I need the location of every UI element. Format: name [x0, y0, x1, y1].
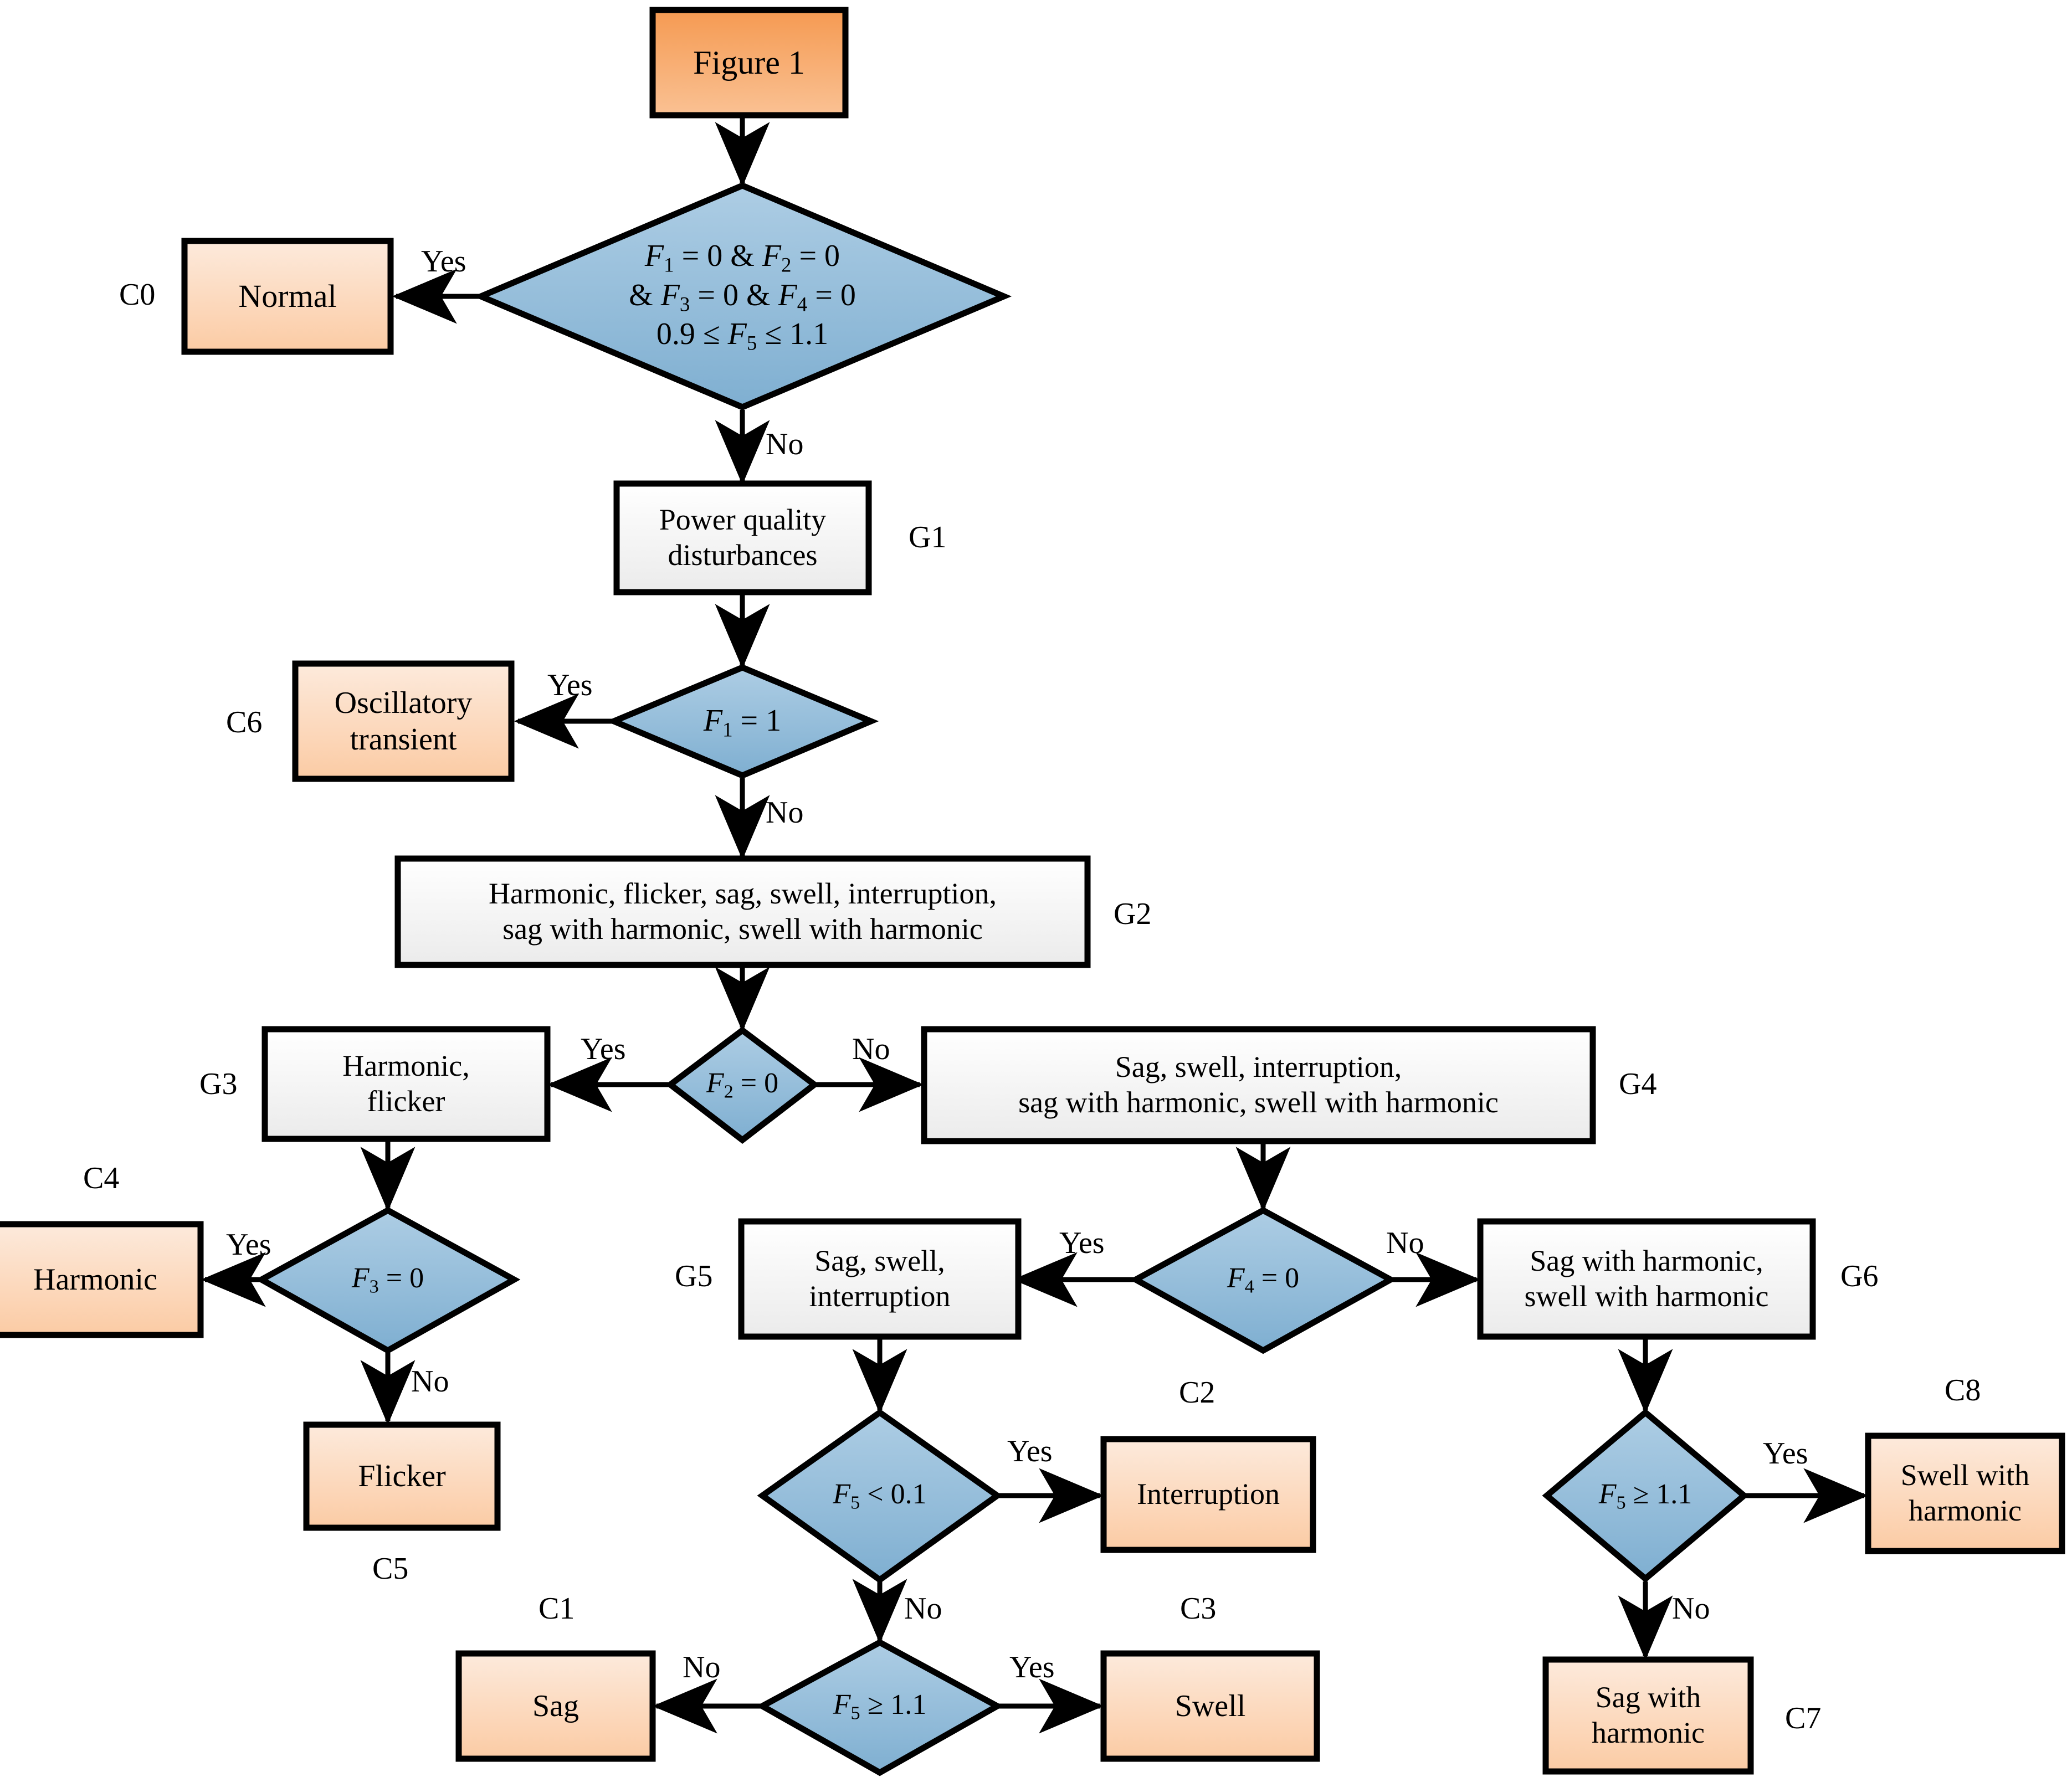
tag-c6: C6 [226, 705, 263, 739]
node-terminal-interruption[interactable]: Interruption [1104, 1439, 1313, 1550]
node-start[interactable]: Figure 1 [653, 10, 845, 115]
c8-line1: Swell with [1900, 1458, 2030, 1492]
edge-label-d0-yes: Yes [421, 244, 466, 279]
node-group-g3-label: Harmonic, flicker [342, 1049, 469, 1119]
tag-g4: G4 [1619, 1067, 1657, 1101]
node-terminal-flicker[interactable]: Flicker [306, 1425, 498, 1528]
node-terminal-swell[interactable]: Swell [1104, 1653, 1317, 1759]
node-group-g3[interactable]: Harmonic, flicker [265, 1029, 547, 1139]
node-terminal-oscillatory-transient-label: Oscillatory transient [335, 685, 473, 758]
c6-line1: Oscillatory [334, 685, 473, 720]
node-decision-d5-label: F5 < 0.1 [833, 1478, 927, 1513]
c7-line2: harmonic [1592, 1716, 1705, 1749]
tag-c1: C1 [538, 1591, 575, 1626]
node-terminal-swell-label: Swell [1175, 1688, 1246, 1723]
node-decision-d6[interactable]: F5 ≥ 1.1 [802, 1684, 957, 1728]
edge-label-d2-yes: Yes [581, 1032, 626, 1066]
node-decision-d3[interactable]: F3 = 0 [310, 1257, 465, 1302]
tag-g2: G2 [1114, 897, 1152, 931]
node-group-g2-label: Harmonic, flicker, sag, swell, interrupt… [489, 876, 997, 947]
edge-label-d0-no: No [766, 427, 804, 461]
tag-c8: C8 [1945, 1373, 1981, 1408]
edge-label-d1-yes: Yes [547, 668, 593, 702]
node-terminal-swell-with-harmonic[interactable]: Swell with harmonic [1868, 1436, 2062, 1551]
g3-line1: Harmonic, [342, 1049, 470, 1083]
node-decision-d2-label: F2 = 0 [706, 1067, 779, 1102]
node-decision-d4[interactable]: F4 = 0 [1186, 1257, 1341, 1302]
node-terminal-normal[interactable]: Normal [184, 241, 391, 352]
edge-label-d5-no: No [904, 1591, 942, 1626]
c6-line2: transient [350, 722, 457, 757]
node-terminal-normal-label: Normal [238, 278, 337, 314]
node-terminal-interruption-label: Interruption [1137, 1477, 1280, 1511]
node-decision-d4-label: F4 = 0 [1227, 1262, 1300, 1297]
tag-g3: G3 [199, 1067, 238, 1101]
node-terminal-sag-with-harmonic-label: Sag with harmonic [1592, 1680, 1705, 1750]
g1-line1: Power quality [659, 503, 827, 537]
tag-c7: C7 [1785, 1701, 1822, 1735]
node-decision-d1[interactable]: F1 = 1 [654, 699, 831, 744]
node-terminal-swell-with-harmonic-label: Swell with harmonic [1901, 1458, 2030, 1528]
node-terminal-flicker-label: Flicker [358, 1458, 446, 1493]
node-group-g2[interactable]: Harmonic, flicker, sag, swell, interrupt… [398, 859, 1088, 965]
node-terminal-harmonic-label: Harmonic [33, 1262, 157, 1297]
node-decision-d0[interactable]: F1 = 0 & F2 = 0 & F3 = 0 & F4 = 0 0.9 ≤ … [560, 233, 925, 360]
edge-label-d7-no: No [1672, 1591, 1710, 1626]
g4-line2: sag with harmonic, swell with harmonic [1018, 1086, 1499, 1119]
node-group-g1-label: Power quality disturbances [659, 502, 826, 573]
node-decision-d3-label: F3 = 0 [351, 1262, 424, 1297]
tag-c5: C5 [372, 1552, 409, 1586]
g1-line2: disturbances [668, 538, 818, 572]
tag-c0: C0 [119, 278, 156, 312]
node-group-g1[interactable]: Power quality disturbances [617, 484, 869, 592]
edge-label-d6-no: No [683, 1650, 721, 1684]
node-decision-d5[interactable]: F5 < 0.1 [802, 1473, 957, 1518]
c7-line1: Sag with [1595, 1681, 1701, 1714]
c8-line2: harmonic [1909, 1494, 2022, 1527]
edge-label-d3-no: No [411, 1364, 449, 1399]
node-start-label: Figure 1 [693, 44, 805, 81]
g6-line1: Sag with harmonic, [1530, 1244, 1763, 1278]
node-terminal-sag[interactable]: Sag [459, 1653, 653, 1759]
node-group-g4-label: Sag, swell, interruption, sag with harmo… [1018, 1050, 1499, 1120]
tag-c3: C3 [1180, 1591, 1217, 1626]
node-decision-d1-label: F1 = 1 [703, 703, 782, 741]
g2-line2: sag with harmonic, swell with harmonic [502, 912, 983, 946]
node-decision-d0-label: F1 = 0 & F2 = 0 & F3 = 0 & F4 = 0 0.9 ≤ … [629, 238, 856, 355]
node-terminal-sag-with-harmonic[interactable]: Sag with harmonic [1546, 1660, 1751, 1771]
edge-label-d6-yes: Yes [1009, 1650, 1055, 1684]
node-group-g6-label: Sag with harmonic, swell with harmonic [1525, 1244, 1769, 1314]
edge-label-d5-yes: Yes [1007, 1434, 1053, 1468]
g5-line1: Sag, swell, [814, 1244, 945, 1278]
tag-g6: G6 [1840, 1259, 1879, 1293]
tag-c4: C4 [83, 1161, 120, 1195]
edge-label-d1-no: No [766, 795, 804, 830]
node-decision-d7[interactable]: F5 ≥ 1.1 [1568, 1473, 1723, 1518]
g3-line2: flicker [367, 1085, 445, 1118]
node-group-g4[interactable]: Sag, swell, interruption, sag with harmo… [924, 1029, 1593, 1141]
node-group-g5[interactable]: Sag, swell, interruption [741, 1221, 1018, 1337]
node-terminal-oscillatory-transient[interactable]: Oscillatory transient [295, 664, 511, 779]
node-terminal-sag-label: Sag [532, 1688, 579, 1723]
g2-line1: Harmonic, flicker, sag, swell, interrupt… [488, 877, 997, 911]
tag-c2: C2 [1179, 1375, 1215, 1410]
node-group-g5-label: Sag, swell, interruption [809, 1244, 951, 1314]
g6-line2: swell with harmonic [1524, 1280, 1769, 1313]
edge-label-d4-yes: Yes [1059, 1226, 1105, 1260]
edge-label-d7-yes: Yes [1763, 1436, 1808, 1471]
g5-line2: interruption [809, 1280, 951, 1313]
node-decision-d7-label: F5 ≥ 1.1 [1598, 1478, 1693, 1513]
node-decision-d6-label: F5 ≥ 1.1 [833, 1688, 927, 1724]
edge-label-d4-no: No [1386, 1226, 1424, 1260]
tag-g5: G5 [675, 1259, 713, 1293]
g4-line1: Sag, swell, interruption, [1115, 1050, 1402, 1084]
node-decision-d2[interactable]: F2 = 0 [665, 1062, 820, 1107]
edge-label-d2-no: No [852, 1032, 890, 1066]
edge-label-d3-yes: Yes [226, 1228, 271, 1262]
node-group-g6[interactable]: Sag with harmonic, swell with harmonic [1480, 1221, 1813, 1337]
tag-g1: G1 [909, 520, 947, 554]
node-terminal-harmonic[interactable]: Harmonic [0, 1224, 201, 1335]
